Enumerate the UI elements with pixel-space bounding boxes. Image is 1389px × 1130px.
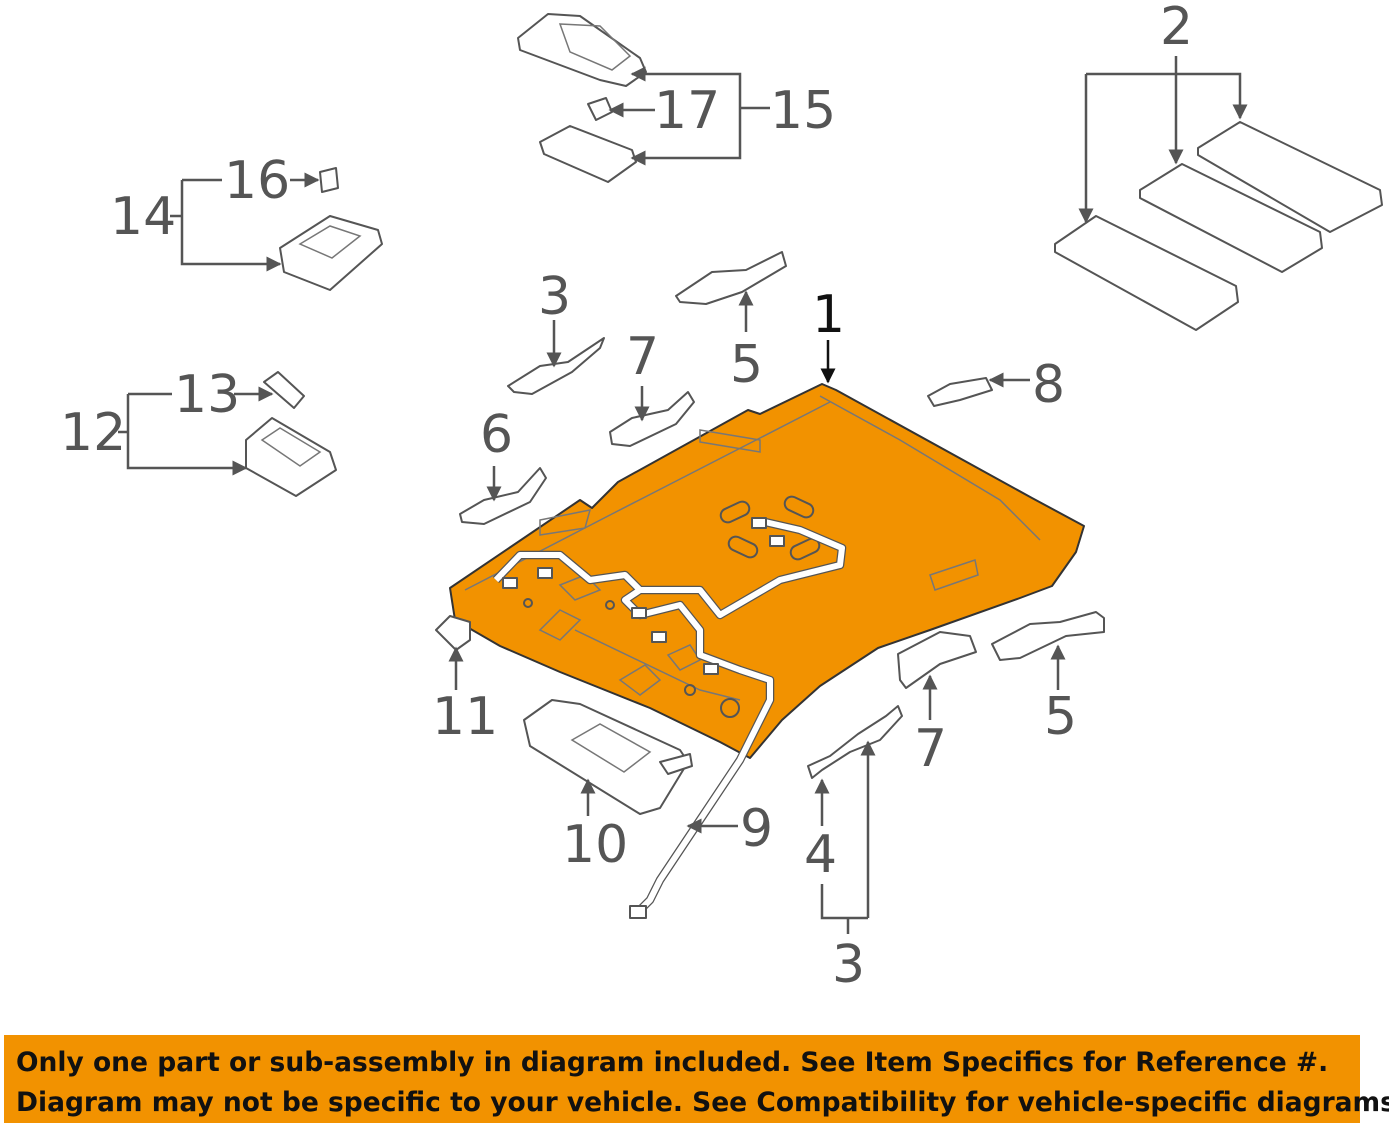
callout-13: 13	[174, 365, 240, 425]
callout-15: 15	[770, 81, 836, 141]
callout-4: 4	[804, 825, 837, 885]
upper-brackets	[459, 251, 1030, 525]
callout-2: 2	[1160, 0, 1193, 57]
callout-7-lower: 7	[914, 719, 947, 779]
callout-3-upper: 3	[538, 267, 571, 327]
parts-diagram: 1 2 3 3 4 5 5 6 7 7 8 9 10 11 12 13 14 1…	[60, 0, 1383, 995]
callout-5-lower: 5	[1044, 687, 1077, 747]
callout-7-upper: 7	[626, 327, 659, 387]
disclaimer-banner: Only one part or sub-assembly in diagram…	[4, 1035, 1389, 1123]
sun-visor-and-clip	[435, 615, 738, 834]
callout-8: 8	[1032, 355, 1065, 415]
callout-6: 6	[480, 405, 513, 465]
callout-3-lower: 3	[832, 935, 865, 995]
disclaimer-line-2: Diagram may not be specific to your vehi…	[16, 1087, 1389, 1118]
trim-strips	[1054, 56, 1383, 331]
callout-11: 11	[432, 687, 498, 747]
wiring-harness	[492, 517, 847, 919]
callout-10: 10	[562, 815, 628, 875]
map-lamp-assembly	[517, 13, 770, 183]
callout-17: 17	[654, 81, 720, 141]
callout-5-upper: 5	[730, 335, 763, 395]
callout-12: 12	[60, 403, 126, 463]
callout-1: 1	[812, 285, 845, 345]
dome-lamp-assembly	[170, 167, 383, 291]
callout-9: 9	[740, 799, 773, 859]
callout-16: 16	[224, 151, 290, 211]
disclaimer-line-1: Only one part or sub-assembly in diagram…	[16, 1047, 1329, 1078]
callout-14: 14	[110, 187, 176, 247]
lower-brackets	[807, 611, 1105, 934]
courtesy-lamp-assembly	[118, 371, 337, 497]
